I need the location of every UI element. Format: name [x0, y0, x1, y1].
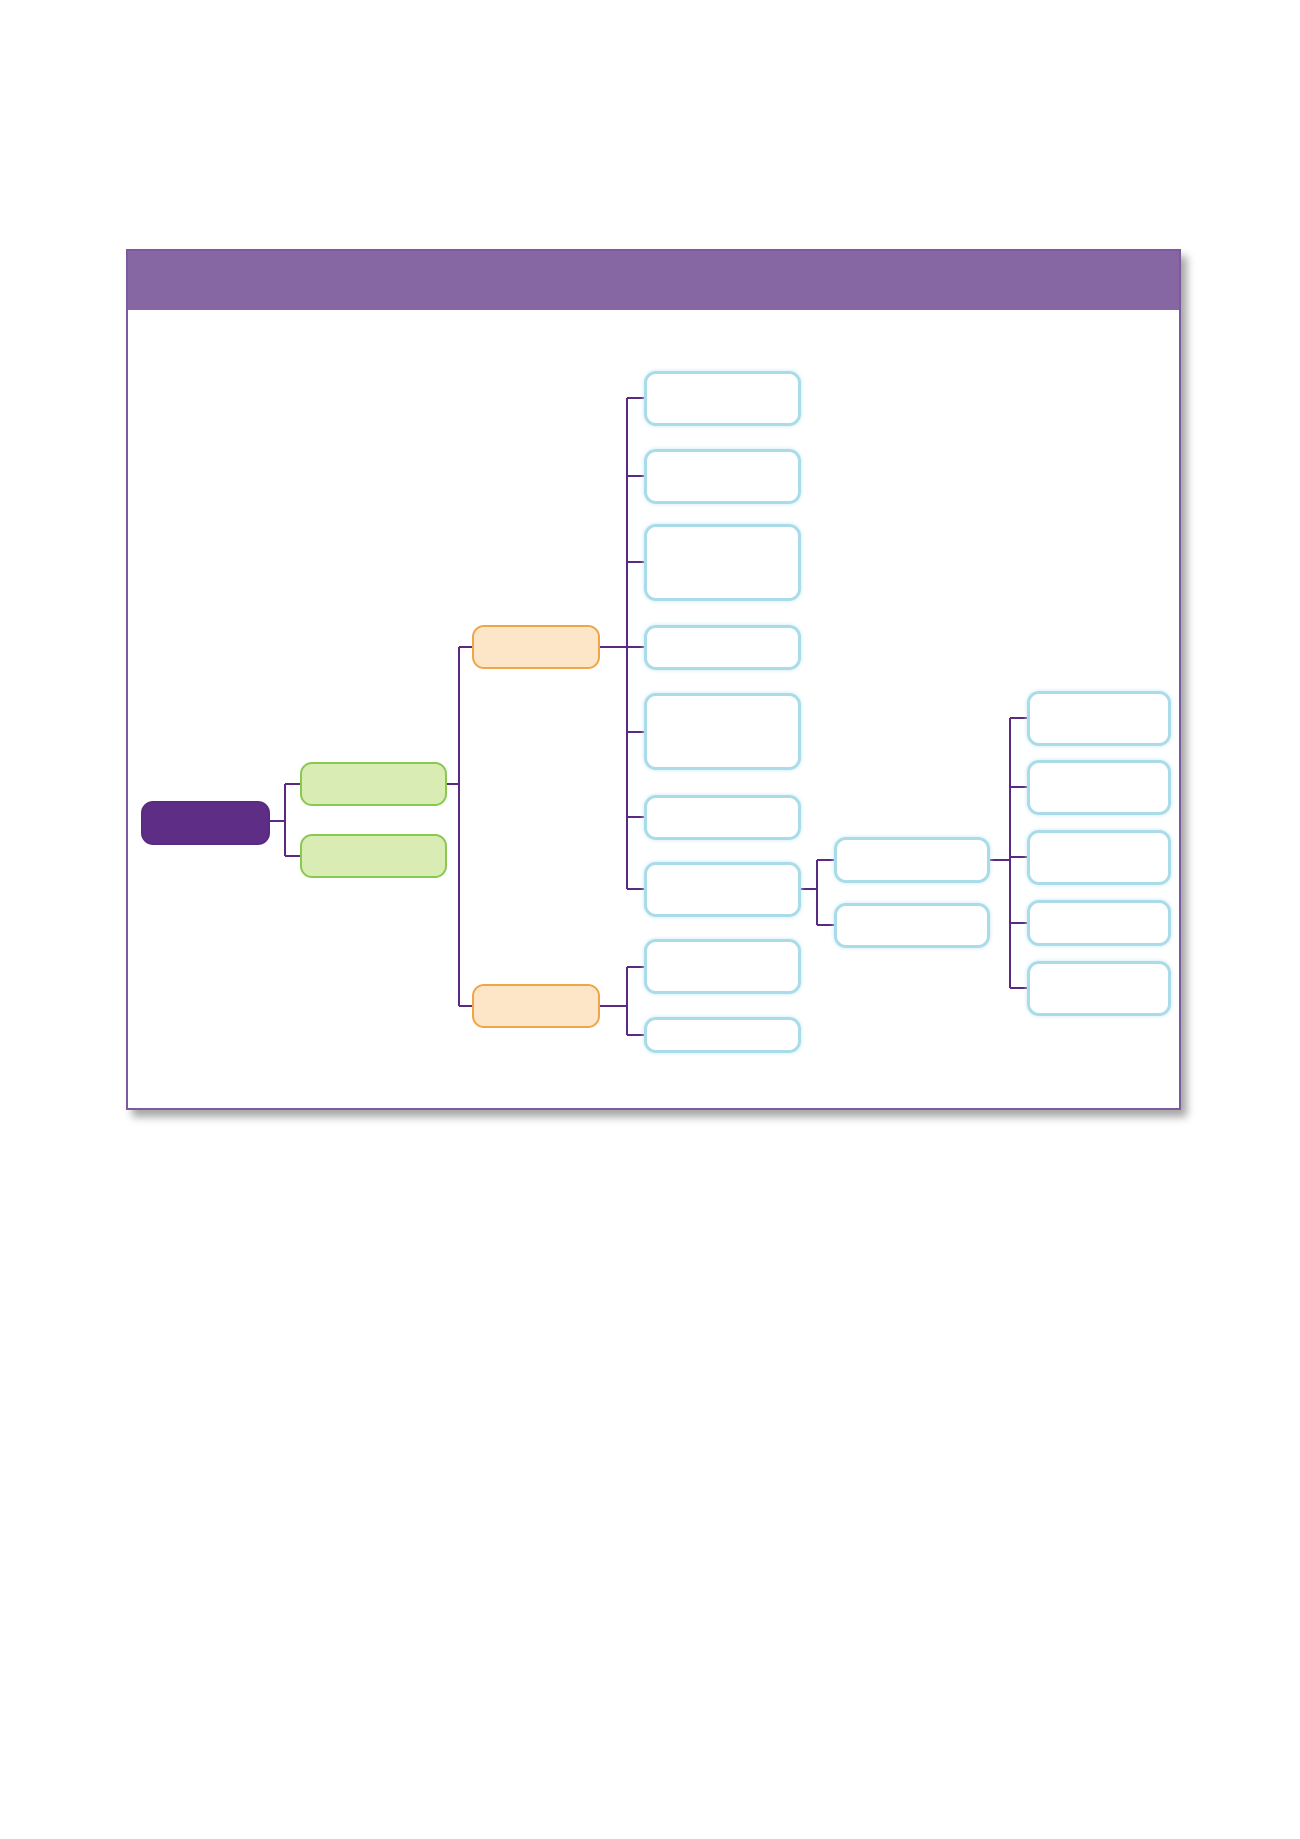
level1-node	[300, 834, 447, 878]
leaf-node	[644, 795, 801, 840]
leaf-node	[1027, 691, 1171, 746]
leaf-node	[1027, 830, 1171, 885]
level1-node	[300, 762, 447, 806]
leaf-node	[644, 449, 801, 504]
level2-node	[472, 625, 600, 669]
leaf-node	[834, 903, 990, 948]
connector-root	[270, 783, 300, 857]
level2-node	[472, 984, 600, 1028]
title-bar	[128, 251, 1179, 310]
connector-level3	[801, 859, 834, 926]
leaf-node	[644, 693, 801, 770]
leaf-node	[644, 625, 801, 670]
leaf-node	[644, 862, 801, 917]
connector-level2a	[600, 397, 644, 890]
connector-level4	[990, 717, 1027, 989]
leaf-node	[644, 1017, 801, 1053]
diagram-frame	[126, 249, 1181, 1110]
root-node	[141, 801, 270, 845]
leaf-node	[644, 371, 801, 426]
connector-lines	[270, 397, 1027, 1036]
connector-level2b	[600, 966, 644, 1036]
connector-level1	[447, 646, 472, 1007]
leaf-node	[1027, 760, 1171, 815]
leaf-node	[1027, 961, 1171, 1016]
leaf-node	[644, 939, 801, 994]
leaf-node	[1027, 900, 1171, 946]
leaf-node	[834, 837, 990, 883]
leaf-node	[644, 524, 801, 601]
